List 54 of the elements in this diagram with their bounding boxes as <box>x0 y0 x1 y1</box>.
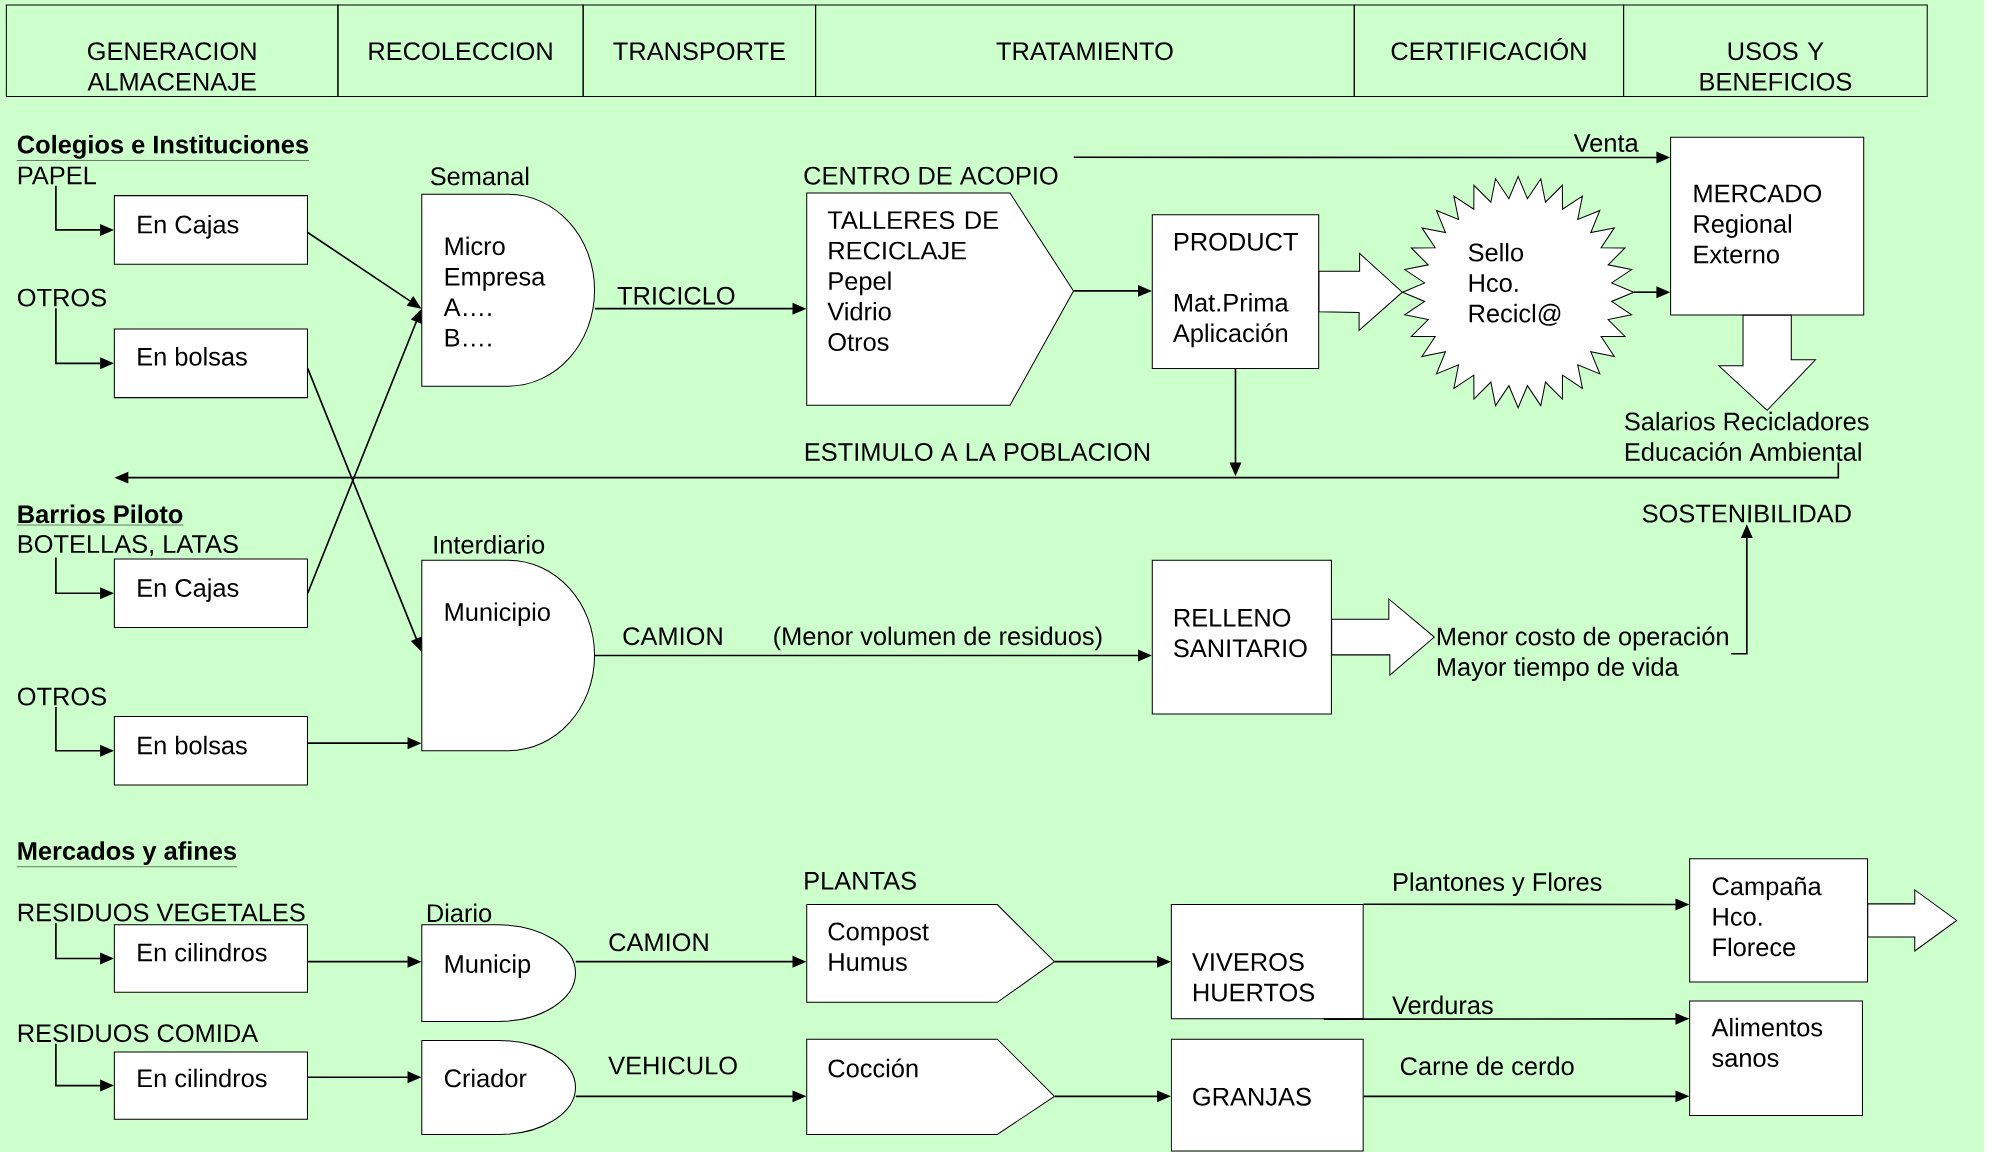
note-text: (Menor volumen de residuos) <box>774 626 1102 651</box>
section-heading: Barrios Piloto <box>16 504 184 526</box>
node-label: Otros <box>828 332 889 351</box>
process-box: En cilindros <box>113 924 308 993</box>
process-box: Campaña Hco. Florece <box>1689 858 1869 983</box>
column-header: GENERACION ALMACENAJE <box>5 4 339 97</box>
category-label: OTROS <box>17 288 106 307</box>
node-label: TALLERES DE RECICLAJE <box>827 211 998 260</box>
category-label: OTROS <box>17 687 106 706</box>
node-caption: PLANTAS <box>805 871 916 890</box>
process-box: En bolsas <box>113 328 308 398</box>
edge-label: Verduras <box>1391 994 1495 1015</box>
node-label: Pepel <box>829 271 891 295</box>
node-label: Vidrio <box>827 301 891 321</box>
column-header: CERTIFICACIÓN <box>1353 4 1625 97</box>
process-box: GRANJAS <box>1170 1038 1364 1152</box>
process-box: MERCADO Regional Externo <box>1670 136 1865 316</box>
process-box: En bolsas <box>113 715 308 786</box>
edge-label: Plantones y Flores <box>1391 871 1604 897</box>
column-header: RECOLECCION <box>337 4 584 97</box>
section-heading: Mercados y afines <box>16 841 238 867</box>
section-heading: Colegios e Instituciones <box>16 134 310 161</box>
pentagon-box: TALLERES DE RECICLAJE Pepel Vidrio Otros <box>806 192 1075 406</box>
process-box: En Cajas <box>113 558 308 628</box>
process-box: RELLENO SANITARIO <box>1151 559 1332 715</box>
column-header: TRANSPORTE <box>582 4 817 97</box>
process-box: VIVEROS HUERTOS <box>1170 903 1364 1020</box>
process-box: En Cajas <box>113 195 308 265</box>
process-box: En cilindros <box>113 1051 308 1120</box>
node-caption: Semanal <box>430 166 529 186</box>
block-arrow <box>1331 597 1436 677</box>
category-label: PAPEL <box>18 166 96 184</box>
block-arrow <box>1717 314 1817 411</box>
block-arrow <box>1318 252 1404 332</box>
category-label: Menor costo de operación Mayor tiempo de vida <box>1437 626 1728 681</box>
node-caption: Diario <box>427 903 492 923</box>
edge-label: TRICICLO <box>616 285 737 306</box>
process-box: Alimentos sanos <box>1689 1000 1863 1116</box>
category-label: RESIDUOS VEGETALES <box>18 903 305 922</box>
node-caption: Interdiario <box>434 534 545 554</box>
column-header: TRATAMIENTO <box>815 4 1355 97</box>
pentagon-box: Compost Humus <box>806 903 1056 1003</box>
category-label: BOTELLAS, LATAS <box>18 534 238 556</box>
edge-label: CAMION <box>621 626 725 646</box>
edge-label: ESTIMULO A LA POBLACION <box>803 442 1152 462</box>
category-label: SOSTENIBILIDAD <box>1642 504 1851 523</box>
category-label: RESIDUOS COMIDA <box>18 1024 259 1043</box>
edge-label: Venta <box>1573 133 1640 153</box>
category-label: Salarios Recicladores Educación Ambiental <box>1625 411 1869 461</box>
process-box: PRODUCT Mat.Prima Aplicación <box>1151 214 1320 369</box>
node-caption: CENTRO DE ACOPIO <box>804 166 1058 185</box>
column-header: USOS Y BENEFICIOS <box>1623 4 1928 97</box>
block-arrow <box>1867 888 1958 952</box>
pentagon-box: Cocción <box>806 1038 1056 1135</box>
